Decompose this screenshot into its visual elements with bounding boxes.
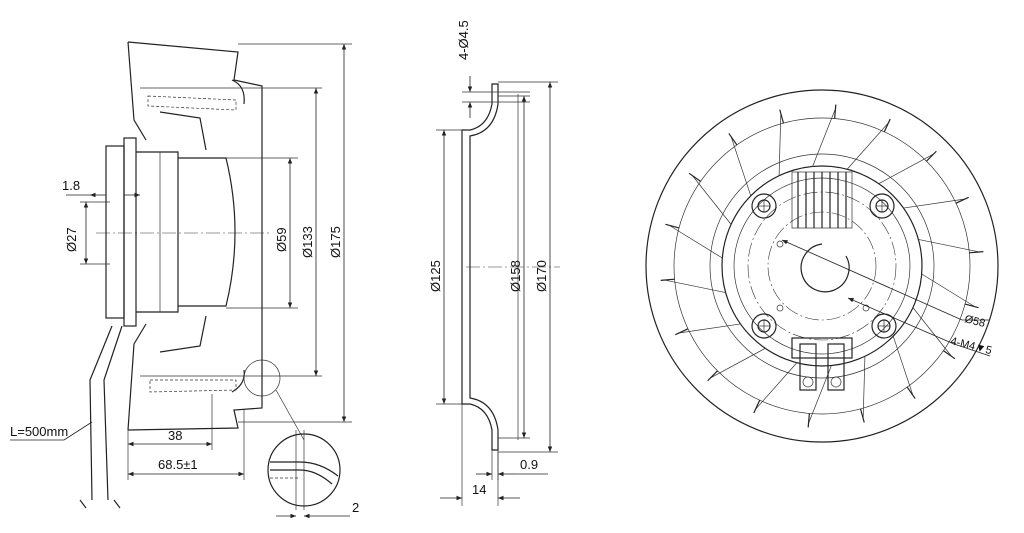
blade-tab <box>675 328 689 336</box>
blade-line <box>912 307 952 357</box>
blade-line <box>846 122 889 170</box>
dim-2: 2 <box>352 500 359 515</box>
dim-d175: Ø175 <box>328 226 343 258</box>
cable-gland <box>791 337 853 391</box>
shaft-arc <box>800 243 850 293</box>
blade-line <box>664 279 726 293</box>
dim-d133: Ø133 <box>300 226 315 258</box>
inlet-ring-profile <box>461 83 499 451</box>
dim-68-5: 68.5±1 <box>158 457 198 472</box>
blade-tab <box>943 350 956 360</box>
detail-marker <box>243 359 281 397</box>
dim-d58: Ø58 <box>963 313 986 330</box>
dim-1-8: 1.8 <box>62 178 80 193</box>
dim-d158: Ø158 <box>508 260 523 292</box>
dim-0-9: 0.9 <box>520 457 538 472</box>
blade-line <box>812 108 836 167</box>
blade-line <box>730 136 752 196</box>
heatsink-fins <box>791 171 853 229</box>
screw-boss-tr <box>869 193 895 219</box>
dim-cable-length: L=500mm <box>10 424 68 439</box>
rotor-hub <box>178 157 236 307</box>
blade-tab <box>859 408 865 423</box>
blade-line <box>755 362 798 410</box>
motor-flange <box>123 137 137 327</box>
blade-line <box>878 153 934 184</box>
blade-tab <box>955 196 969 204</box>
motor-body <box>136 151 179 313</box>
blade-tab <box>688 172 701 182</box>
blade-tab <box>665 223 680 229</box>
blade-tab <box>883 118 891 133</box>
screw-boss-tl <box>751 193 777 219</box>
dim-38: 38 <box>168 428 182 443</box>
motor-housing <box>721 165 923 367</box>
dim-m4: 4-M4▼5 <box>949 335 993 357</box>
blade-tab <box>964 303 979 309</box>
blade-tab <box>753 399 761 414</box>
blade-line <box>918 239 980 253</box>
blade-line <box>678 323 741 334</box>
blade-line <box>862 356 866 419</box>
blade-line <box>692 175 732 225</box>
cable <box>89 325 113 501</box>
blade-line <box>778 113 782 176</box>
blade-tab <box>728 133 738 146</box>
outer-ring <box>645 89 999 443</box>
impeller-outline <box>127 41 263 431</box>
blade-line <box>892 336 914 396</box>
dim-d170: Ø170 <box>534 260 549 292</box>
blade-tab <box>906 386 916 399</box>
blade-tab <box>707 370 718 382</box>
blade-tab <box>926 150 937 162</box>
blade-tabs <box>660 104 984 428</box>
blade-tab <box>779 109 785 124</box>
dim-holes: 4-Ø4.5 <box>456 20 471 60</box>
blade-line <box>669 225 723 259</box>
dim-14: 14 <box>472 482 486 497</box>
side-view: 1.8 Ø27 Ø59 Ø133 Ø175 38 68.5±1 L=5 <box>10 41 359 519</box>
blade-tab <box>834 104 837 119</box>
front-view: Ø58 4-M4▼5 <box>645 89 999 443</box>
inlet-ring-view: 4-Ø4.5 Ø125 Ø158 Ø170 0.9 14 <box>428 20 560 506</box>
screw-boss-br <box>871 313 897 339</box>
blade-tab <box>807 413 810 428</box>
motor-back-plate <box>105 145 125 319</box>
blade-line <box>903 198 966 209</box>
dim-d59: Ø59 <box>274 227 289 252</box>
dim-d27: Ø27 <box>64 227 79 252</box>
blade-line <box>921 273 975 307</box>
screw-boss-bl <box>751 313 777 339</box>
blade-tab <box>969 250 984 254</box>
blade-tab <box>660 278 675 282</box>
blade-line <box>710 348 766 379</box>
dim-d125: Ø125 <box>428 260 443 292</box>
